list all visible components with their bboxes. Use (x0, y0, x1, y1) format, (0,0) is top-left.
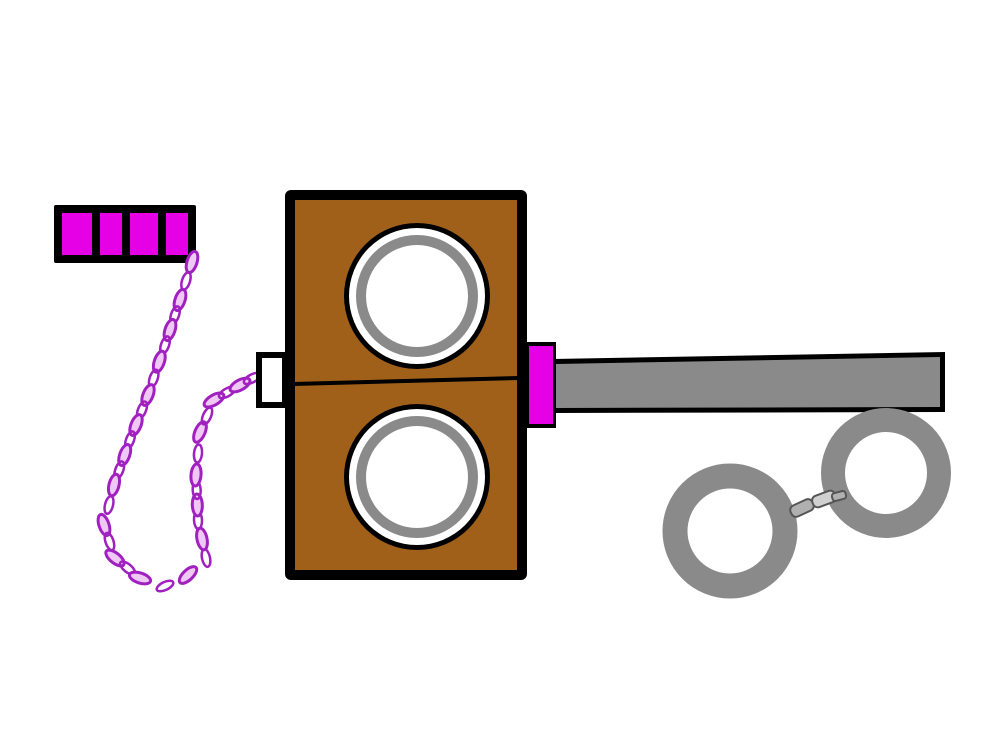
ring-icon (344, 404, 490, 550)
chain-link (140, 383, 156, 407)
chain-link (106, 472, 122, 498)
chain-link (192, 420, 208, 444)
ring-icon (344, 223, 490, 369)
chain-link (177, 565, 199, 585)
chain-link (96, 512, 112, 538)
small-chain-link-icon (789, 489, 848, 518)
tag-stripe (62, 213, 92, 255)
shackle-rings-icon (662, 408, 951, 599)
chain-link (127, 570, 153, 586)
chain-link (189, 462, 203, 488)
chain-link (195, 526, 209, 552)
chain-link (103, 531, 116, 552)
chain-link (151, 349, 167, 374)
tag-stripe (130, 213, 158, 255)
chain-link (155, 579, 175, 593)
striped-tag-icon (54, 205, 196, 263)
chain-link (103, 494, 115, 516)
chain-link (200, 406, 214, 426)
chain-link (190, 492, 204, 518)
chain-link (128, 413, 144, 437)
chain-icon (96, 249, 262, 593)
chain-link (180, 271, 192, 291)
chain-link (104, 548, 126, 568)
tag-stripe (166, 213, 188, 255)
metal-handle-icon (553, 352, 945, 413)
chain-link (202, 391, 226, 409)
chain-link (192, 443, 204, 464)
white-clip-icon (256, 352, 288, 408)
magenta-collar-icon (526, 342, 556, 428)
tag-stripe (100, 213, 122, 255)
chain-link (200, 547, 212, 569)
